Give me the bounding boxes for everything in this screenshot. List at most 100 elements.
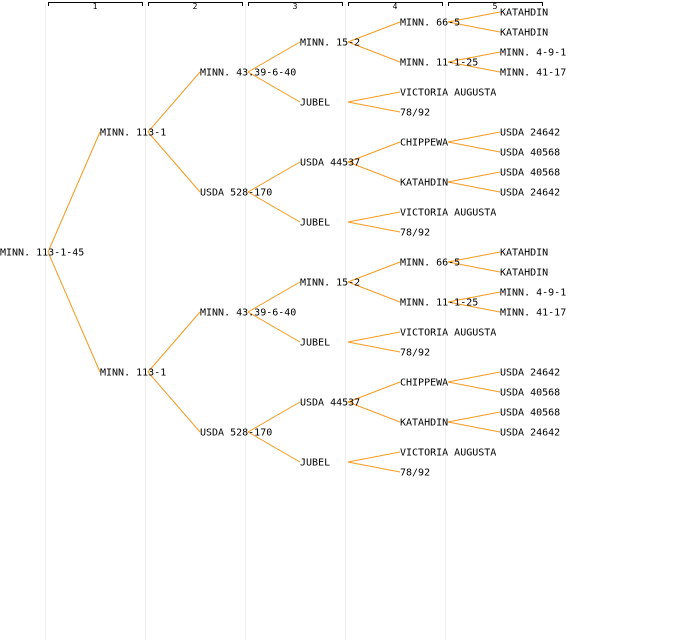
parent-edge <box>347 381 401 403</box>
ancestor-label: USDA 24642 <box>500 188 560 199</box>
generation-bracket <box>348 2 443 6</box>
ancestor-label: VICTORIA AUGUSTA <box>400 208 496 219</box>
parent-edge <box>347 141 401 163</box>
parent-edge <box>347 341 401 353</box>
parent-edge <box>447 381 501 393</box>
parent-edge <box>347 261 401 283</box>
parent-edge <box>147 131 201 193</box>
parent-edge <box>247 401 301 433</box>
parent-edge <box>447 131 501 143</box>
ancestor-label: 78/92 <box>400 348 430 359</box>
parent-edge <box>447 141 501 153</box>
parent-edge <box>347 91 401 103</box>
ancestor-label: MINN. 66-5 <box>400 258 460 269</box>
parent-edge <box>147 311 201 373</box>
ancestor-label: CHIPPEWA <box>400 378 448 389</box>
parent-edge <box>447 11 501 23</box>
parent-edge <box>247 161 301 193</box>
pedigree-edges <box>47 11 501 473</box>
ancestor-label: MINN. 11-1-25 <box>400 298 478 309</box>
generation-number: 1 <box>93 2 98 11</box>
parent-edge <box>147 371 201 433</box>
ancestor-label: KATAHDIN <box>400 418 448 429</box>
parent-edge <box>447 301 501 313</box>
ancestor-label: KATAHDIN <box>500 268 548 279</box>
parent-edge <box>247 311 301 343</box>
parent-edge <box>347 41 401 63</box>
ancestor-label: KATAHDIN <box>500 28 548 39</box>
parent-edge <box>447 291 501 303</box>
parent-edge <box>347 281 401 303</box>
ancestor-label: MINN. 41-17 <box>500 308 566 319</box>
ancestor-label: JUBEL <box>300 218 330 229</box>
ancestor-label: 78/92 <box>400 228 430 239</box>
ancestor-label: MINN. 41-17 <box>500 68 566 79</box>
ancestor-label: 78/92 <box>400 108 430 119</box>
generation-bracket <box>48 2 143 6</box>
parent-edge <box>347 101 401 113</box>
ancestor-label: 78/92 <box>400 468 430 479</box>
parent-edge <box>447 371 501 383</box>
ancestor-label: MINN. 66-5 <box>400 18 460 29</box>
generation-number: 2 <box>193 2 198 11</box>
ancestor-label: MINN. 15-2 <box>300 38 360 49</box>
parent-edge <box>247 41 301 73</box>
ancestor-label: MINN. 113-1 <box>100 128 166 139</box>
ancestor-label: USDA 40568 <box>500 408 560 419</box>
parent-edge <box>47 131 101 253</box>
parent-edge <box>447 251 501 263</box>
ancestor-label: VICTORIA AUGUSTA <box>400 88 496 99</box>
ancestor-label: VICTORIA AUGUSTA <box>400 328 496 339</box>
ancestor-label: MINN. 43.39-6-40 <box>200 68 296 79</box>
parent-edge <box>247 191 301 223</box>
ancestor-label: USDA 528-170 <box>200 428 272 439</box>
generation-number: 3 <box>293 2 298 11</box>
ancestor-label: MINN. 43.39-6-40 <box>200 308 296 319</box>
parent-edge <box>247 431 301 463</box>
parent-edge <box>147 71 201 133</box>
parent-edge <box>447 21 501 33</box>
parent-edge <box>247 71 301 103</box>
parent-edge <box>447 421 501 433</box>
ancestor-label: USDA 44537 <box>300 398 360 409</box>
ancestor-label: USDA 24642 <box>500 128 560 139</box>
parent-edge <box>347 401 401 423</box>
ancestor-label: MINN. 4-9-1 <box>500 48 566 59</box>
ancestor-label: MINN. 4-9-1 <box>500 288 566 299</box>
parent-edge <box>447 181 501 193</box>
generation-number: 4 <box>393 2 398 11</box>
ancestor-label: USDA 44537 <box>300 158 360 169</box>
ancestor-label: USDA 40568 <box>500 168 560 179</box>
ancestor-label: JUBEL <box>300 338 330 349</box>
parent-edge <box>347 451 401 463</box>
ancestor-label: KATAHDIN <box>400 178 448 189</box>
parent-edge <box>347 161 401 183</box>
generation-header-row: 1 2 3 4 5 <box>48 2 543 11</box>
parent-edge <box>347 461 401 473</box>
parent-edge <box>347 211 401 223</box>
ancestor-label: JUBEL <box>300 98 330 109</box>
parent-edge <box>347 221 401 233</box>
ancestor-label: CHIPPEWA <box>400 138 448 149</box>
generation-bracket <box>448 2 543 6</box>
generation-number: 5 <box>493 2 498 11</box>
ancestor-label: VICTORIA AUGUSTA <box>400 448 496 459</box>
ancestor-label: USDA 24642 <box>500 368 560 379</box>
generation-guides <box>45 4 446 640</box>
parent-edge <box>447 261 501 273</box>
ancestor-label: USDA 40568 <box>500 148 560 159</box>
ancestor-label: USDA 40568 <box>500 388 560 399</box>
ancestor-label: MINN. 113-1 <box>100 368 166 379</box>
parent-edge <box>447 411 501 423</box>
parent-edge <box>47 251 101 373</box>
ancestor-label: USDA 528-170 <box>200 188 272 199</box>
ancestor-label: JUBEL <box>300 458 330 469</box>
ancestor-label: USDA 24642 <box>500 428 560 439</box>
generation-bracket <box>248 2 343 6</box>
proband-label: MINN. 113-1-45 <box>0 248 84 259</box>
parent-edge <box>347 21 401 43</box>
parent-edge <box>447 171 501 183</box>
generation-bracket <box>148 2 243 6</box>
